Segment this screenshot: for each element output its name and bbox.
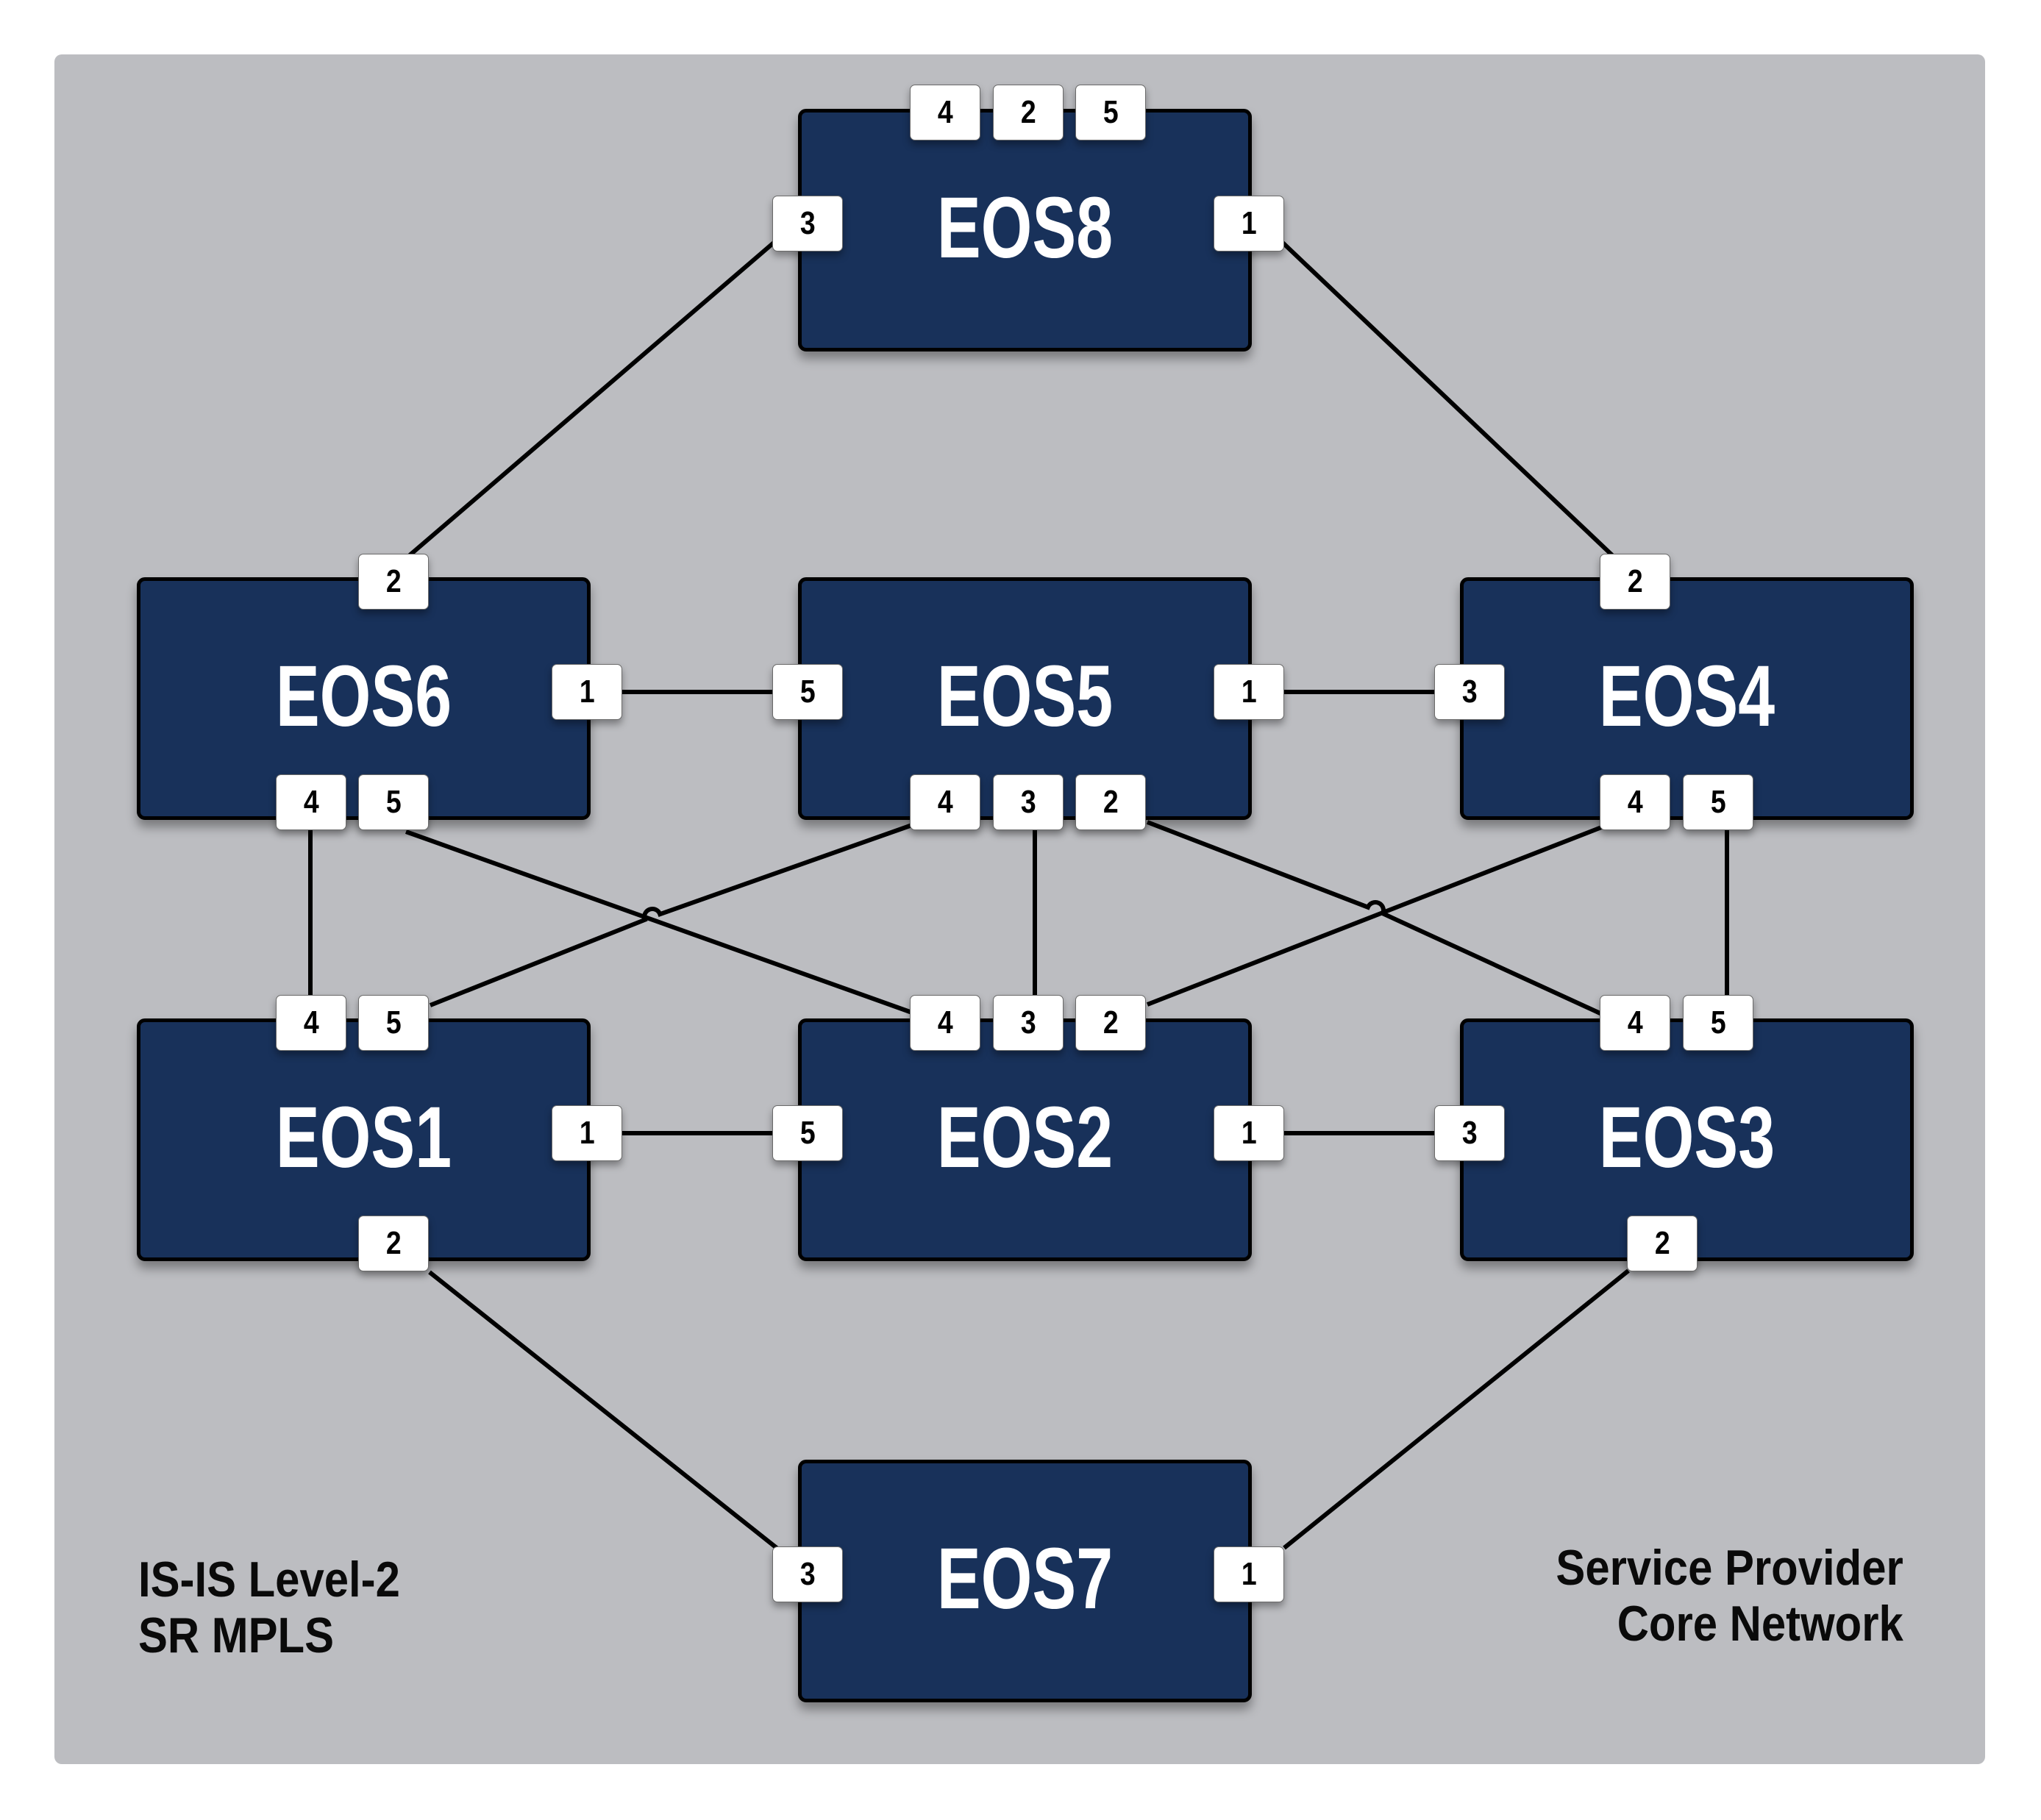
port-eos2-2[interactable]: 2 [1075, 995, 1146, 1051]
port-eos2-5[interactable]: 5 [772, 1105, 843, 1161]
port-number: 3 [1020, 1004, 1036, 1041]
port-eos8-4[interactable]: 4 [910, 85, 980, 140]
port-number: 2 [1103, 1004, 1119, 1041]
port-eos2-3[interactable]: 3 [993, 995, 1064, 1051]
link-eos1-2-eos7-3 [428, 1270, 778, 1550]
port-eos3-4[interactable]: 4 [1600, 995, 1670, 1051]
node-label: EOS6 [275, 648, 452, 745]
node-label: EOS4 [1598, 648, 1775, 745]
node-label: EOS2 [936, 1089, 1114, 1186]
port-number: 4 [1627, 1004, 1643, 1041]
node-label: EOS8 [936, 179, 1114, 276]
port-number: 4 [303, 1004, 319, 1041]
port-number: 3 [1020, 784, 1036, 820]
port-number: 2 [1103, 784, 1119, 820]
port-number: 5 [385, 1004, 402, 1041]
node-eos8[interactable]: EOS8 [798, 109, 1252, 351]
port-number: 4 [1627, 784, 1643, 820]
link-eos6-5-eos2-4 [405, 829, 913, 1015]
port-eos7-1[interactable]: 1 [1214, 1546, 1284, 1602]
node-label: EOS3 [1598, 1089, 1775, 1186]
protocol-caption-line-2: SR MPLS [138, 1607, 334, 1663]
port-eos4-2[interactable]: 2 [1600, 554, 1670, 610]
port-eos2-1[interactable]: 1 [1214, 1105, 1284, 1161]
port-number: 2 [385, 563, 402, 599]
port-number: 1 [579, 674, 595, 710]
port-eos1-4[interactable]: 4 [276, 995, 346, 1051]
port-number: 3 [799, 1556, 816, 1592]
port-number: 2 [1020, 94, 1036, 130]
port-eos3-2[interactable]: 2 [1627, 1216, 1698, 1271]
node-label: EOS1 [275, 1089, 452, 1186]
port-number: 3 [1461, 1115, 1478, 1151]
port-eos5-5[interactable]: 5 [772, 664, 843, 720]
port-eos4-4[interactable]: 4 [1600, 774, 1670, 830]
port-eos6-4[interactable]: 4 [276, 774, 346, 830]
port-number: 5 [1103, 94, 1119, 130]
port-number: 5 [799, 1115, 816, 1151]
node-eos2[interactable]: EOS2 [798, 1018, 1252, 1261]
port-eos1-2[interactable]: 2 [358, 1216, 429, 1271]
port-eos6-2[interactable]: 2 [358, 554, 429, 610]
port-number: 4 [303, 784, 319, 820]
node-eos7[interactable]: EOS7 [798, 1460, 1252, 1702]
port-eos5-2[interactable]: 2 [1075, 774, 1146, 830]
port-eos3-3[interactable]: 3 [1434, 1105, 1505, 1161]
port-eos1-1[interactable]: 1 [552, 1105, 622, 1161]
port-eos3-5[interactable]: 5 [1683, 995, 1753, 1051]
link-eos8-3-eos6-2 [408, 240, 775, 557]
link-eos4-4-eos2-2 [1146, 824, 1605, 1007]
port-number: 1 [1241, 1115, 1257, 1151]
link-eos8-1-eos4-2 [1280, 240, 1614, 557]
protocol-caption-line-1: IS-IS Level-2 [138, 1552, 400, 1607]
port-number: 1 [1241, 205, 1257, 241]
network-caption-line-2: Core Network [1617, 1596, 1903, 1652]
network-caption-line-1: Service Provider [1556, 1540, 1903, 1596]
port-eos4-3[interactable]: 3 [1434, 664, 1505, 720]
port-eos5-4[interactable]: 4 [910, 774, 980, 830]
port-number: 3 [799, 205, 816, 241]
link-eos3-2-eos7-1 [1283, 1268, 1630, 1550]
protocol-caption: IS-IS Level-2 SR MPLS [138, 1552, 435, 1663]
node-label: EOS7 [936, 1530, 1114, 1627]
port-eos8-2[interactable]: 2 [993, 85, 1064, 140]
port-eos2-4[interactable]: 4 [910, 995, 980, 1051]
port-eos1-5[interactable]: 5 [358, 995, 429, 1051]
port-eos6-1[interactable]: 1 [552, 664, 622, 720]
node-label: EOS5 [936, 648, 1114, 745]
port-number: 5 [385, 784, 402, 820]
port-number: 5 [799, 674, 816, 710]
link-eos5-4-eos1-5 [429, 823, 913, 1007]
port-number: 1 [1241, 1556, 1257, 1592]
port-number: 2 [385, 1225, 402, 1261]
port-eos8-1[interactable]: 1 [1214, 196, 1284, 251]
port-number: 5 [1710, 1004, 1726, 1041]
port-number: 1 [1241, 674, 1257, 710]
port-number: 3 [1461, 674, 1478, 710]
port-eos7-3[interactable]: 3 [772, 1546, 843, 1602]
port-number: 4 [937, 94, 953, 130]
port-number: 4 [937, 1004, 953, 1041]
port-number: 2 [1654, 1225, 1670, 1261]
port-number: 2 [1627, 563, 1643, 599]
port-eos8-3[interactable]: 3 [772, 196, 843, 251]
port-number: 5 [1710, 784, 1726, 820]
port-eos5-3[interactable]: 3 [993, 774, 1064, 830]
port-eos4-5[interactable]: 5 [1683, 774, 1753, 830]
network-caption: Service Provider Core Network [1509, 1540, 1903, 1652]
port-eos8-5[interactable]: 5 [1075, 85, 1146, 140]
port-number: 1 [579, 1115, 595, 1151]
port-number: 4 [937, 784, 953, 820]
port-eos5-1[interactable]: 1 [1214, 664, 1284, 720]
port-eos6-5[interactable]: 5 [358, 774, 429, 830]
